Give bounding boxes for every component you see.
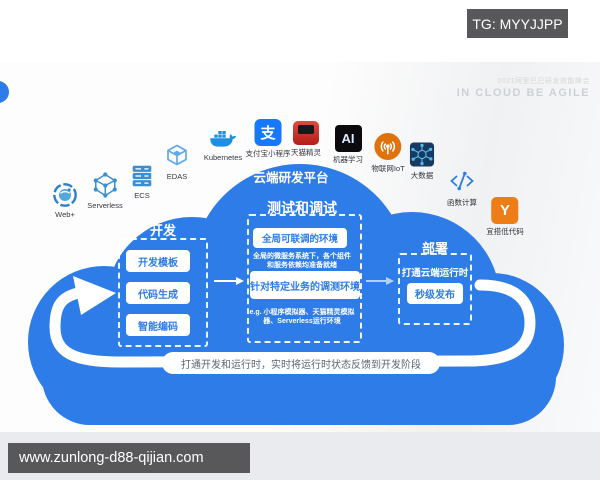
- test-to-deploy-arrow: [366, 277, 394, 285]
- yida-glyph: Y: [499, 202, 510, 219]
- icon-group-kubernetes: Kubernetes: [204, 125, 242, 162]
- edas-icon: [167, 144, 187, 166]
- dev-item-template: 开发模板: [126, 250, 190, 272]
- dev-item-codegen: 代码生成: [126, 282, 190, 304]
- icon-label: 支付宝小程序: [245, 149, 291, 158]
- iot-icon: [374, 133, 402, 160]
- icon-label: 天猫精灵: [291, 148, 321, 157]
- icon-group-iot: 物联网IoT: [371, 132, 405, 174]
- feedback-loop-arrow: [49, 279, 536, 368]
- icon-label: EDAS: [166, 172, 188, 181]
- ai-glyph: AI: [341, 131, 355, 146]
- icon-group-edas: EDAS: [163, 142, 191, 181]
- icon-group-ecs: ECS: [129, 163, 155, 200]
- test-env-box: 全局可联调的环境: [253, 228, 347, 248]
- test-env-note-line2: 和服务依赖均准备就绪: [267, 262, 337, 270]
- alipay-icon: 支: [254, 119, 282, 146]
- icon-group-tmall-genie: 天猫精灵: [291, 121, 321, 158]
- tg-badge: TG: MYYJJPP: [467, 9, 568, 38]
- watermark: 2021阿里巴巴研发效能峰会 IN CLOUD BE AGILE: [457, 78, 590, 101]
- icon-label: 函数计算: [447, 198, 477, 207]
- watermark-line1: 2021阿里巴巴研发效能峰会: [497, 78, 590, 85]
- platform-title: 云端研发平台: [253, 171, 329, 185]
- test-biz-box: 针对特定业务的调测环境: [250, 271, 360, 299]
- test-env-note-line1: 全局的微服务系统下，各个组件: [253, 253, 351, 260]
- dev-to-test-arrow: [214, 277, 244, 285]
- icon-label: Kubernetes: [203, 153, 243, 162]
- deploy-note: 打通云端运行时: [401, 268, 469, 279]
- icon-label: Web+: [55, 210, 75, 219]
- genie-screen: [298, 125, 314, 134]
- icon-label: 宜搭低代码: [486, 227, 524, 236]
- icon-group-alipay-mini: 支 支付宝小程序: [246, 119, 291, 159]
- icon-group-yida: Y 宜搭低代码: [486, 197, 524, 237]
- bigdata-icon: [409, 142, 435, 167]
- icon-group-function-compute: 函数计算: [447, 167, 477, 208]
- dev-section-box: [118, 238, 208, 347]
- ecs-icon: [132, 165, 152, 187]
- diagram-area: 2021阿里巴巴研发效能峰会 IN CLOUD BE AGILE: [0, 62, 600, 432]
- test-biz-note-line2: 器、Serverless运行环境: [263, 318, 341, 326]
- footer-url-bar: www.zunlong-d88-qijian.com: [8, 443, 250, 473]
- loop-arrowhead: [73, 276, 116, 315]
- ai-icon: AI: [334, 125, 362, 152]
- function-compute-icon: [450, 171, 474, 191]
- icon-label: ECS: [134, 191, 150, 200]
- icon-label: Serverless: [87, 201, 123, 210]
- icon-group-webplus: Web+: [52, 182, 78, 219]
- test-biz-note: e.g. 小程序模拟器、天猫精灵模拟 器、Serverless运行环境: [249, 308, 354, 326]
- alipay-glyph: 支: [260, 125, 276, 142]
- icon-label: 机器学习: [333, 155, 363, 164]
- deploy-section-box: [398, 253, 472, 325]
- deploy-release-box: 秒级发布: [407, 283, 463, 304]
- watermark-line2: IN CLOUD BE AGILE: [456, 86, 590, 99]
- test-env-note: 全局的微服务系统下，各个组件 和服务依赖均准备就绪: [253, 252, 351, 270]
- tmall-genie-icon: [293, 121, 319, 145]
- yida-icon: Y: [491, 197, 519, 224]
- serverless-icon: [93, 172, 117, 198]
- icon-label: 物联网IoT: [371, 164, 405, 173]
- test-section-title: 测试和调试: [267, 200, 337, 216]
- webplus-icon: [53, 183, 77, 207]
- feedback-pill: 打通开发和运行时，实时将运行时状态反馈到开发阶段: [162, 352, 440, 374]
- test-biz-note-line1: e.g. 小程序模拟器、天猫精灵模拟: [249, 309, 355, 316]
- icon-group-serverless: Serverless: [87, 171, 123, 210]
- icon-group-bigdata: 大数据: [409, 141, 436, 181]
- icon-group-machine-learning: AI 机器学习: [333, 125, 363, 165]
- test-section-box: [247, 214, 362, 343]
- deploy-section-title: 部署: [421, 241, 449, 256]
- dev-section-title: 开发: [149, 223, 177, 238]
- dev-item-smartcoding: 智能编码: [126, 314, 190, 336]
- icon-label: 大数据: [410, 171, 434, 180]
- docker-whale-icon: [210, 131, 237, 147]
